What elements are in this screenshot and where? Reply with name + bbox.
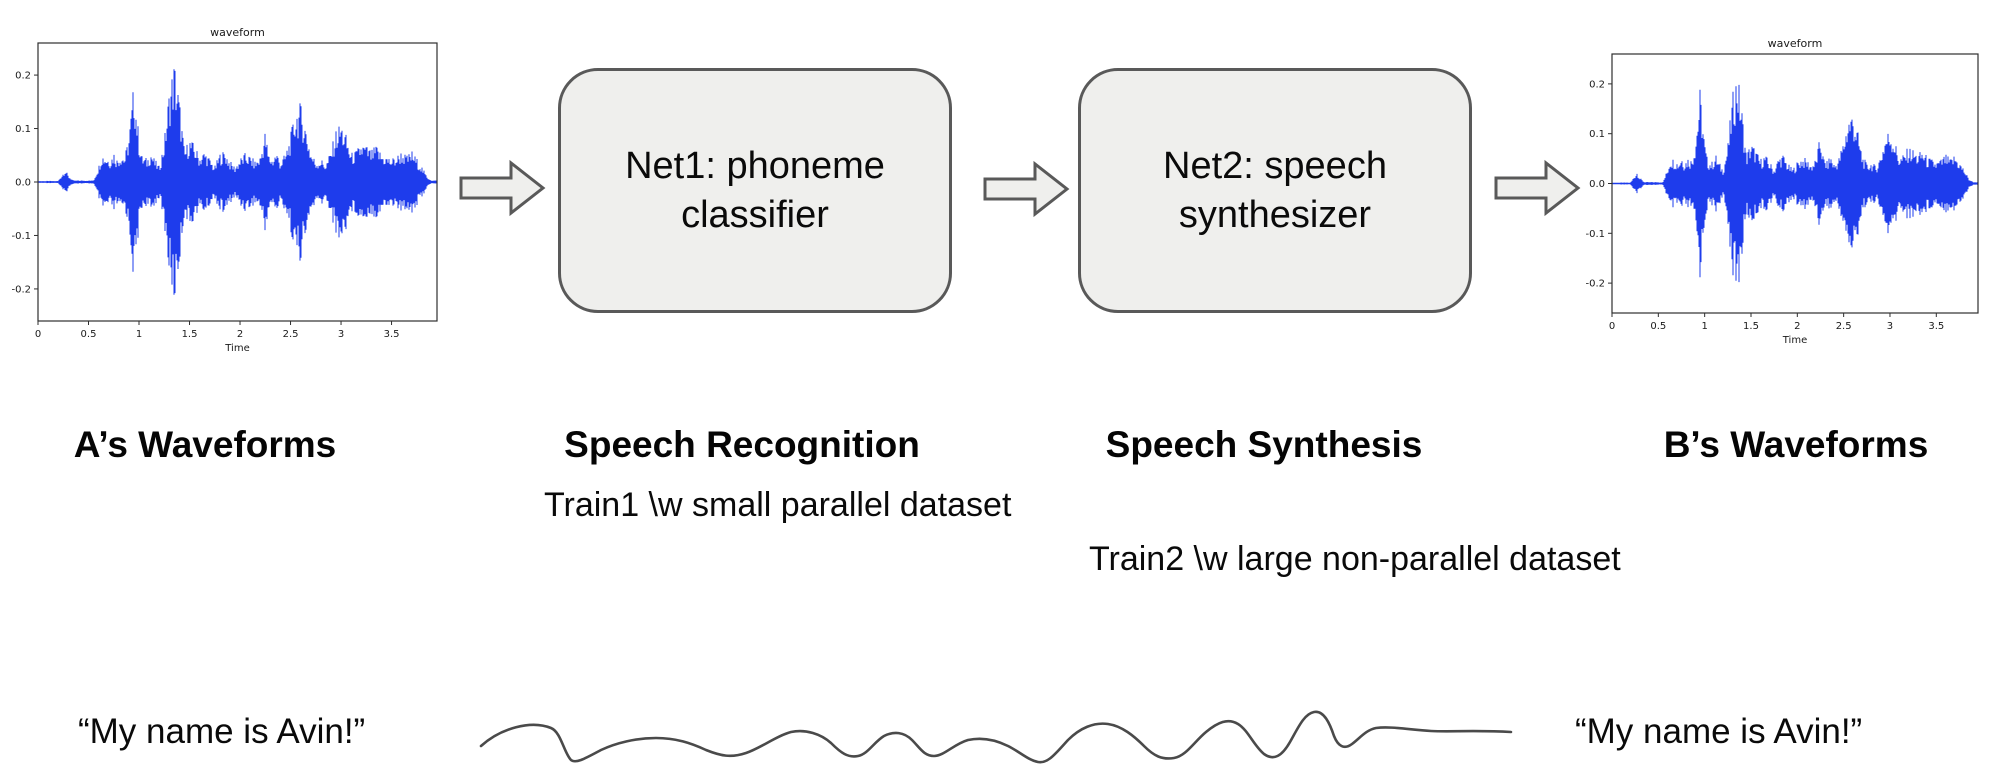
sound-squiggle-icon [479, 710, 1513, 764]
a-waveform-plot: waveform -0.2 -0.1 0.0 0.1 0.2 0 0.5 1 1.5 2 2.5 3 3.… [11, 26, 438, 354]
svg-text:0.1: 0.1 [15, 124, 31, 135]
svg-text:0.2: 0.2 [1589, 79, 1605, 90]
svg-text:2.5: 2.5 [283, 329, 299, 340]
caption-speech-synthesis: Speech Synthesis [1105, 424, 1423, 465]
svg-text:waveform: waveform [1768, 37, 1823, 50]
svg-text:-0.1: -0.1 [11, 231, 31, 242]
flow-arrow-icon [459, 159, 546, 217]
left-speech-quote: “My name is Avin!” [78, 712, 366, 751]
net1-box-label: Net1: phoneme classifier [625, 144, 885, 236]
svg-text:1.5: 1.5 [182, 329, 198, 340]
svg-text:1: 1 [1701, 321, 1707, 332]
svg-text:-0.2: -0.2 [1585, 279, 1605, 290]
squiggle-path [479, 710, 1513, 764]
flow-arrow-icon [1494, 159, 1581, 217]
svg-text:2: 2 [237, 329, 243, 340]
net1-box: Net1: phoneme classifier [558, 68, 952, 313]
svg-text:0: 0 [1609, 321, 1615, 332]
train2-note: Train2 \w large non-parallel dataset [1089, 540, 1621, 578]
svg-text:0.2: 0.2 [15, 71, 31, 82]
svg-text:-0.1: -0.1 [1585, 229, 1605, 240]
b-waveform-plot: waveform -0.2 -0.1 0.0 0.1 0.2 0 0.5 1 1.5 2 2.5 3 3.… [1585, 37, 1979, 346]
svg-text:2.5: 2.5 [1836, 321, 1852, 332]
svg-text:0.0: 0.0 [1589, 179, 1605, 190]
train1-note: Train1 \w small parallel dataset [544, 486, 1012, 524]
svg-text:0.5: 0.5 [81, 329, 97, 340]
svg-text:0.5: 0.5 [1650, 321, 1666, 332]
svg-text:-0.2: -0.2 [11, 284, 31, 295]
svg-text:1.5: 1.5 [1743, 321, 1759, 332]
svg-text:0.0: 0.0 [15, 178, 31, 189]
svg-text:0.1: 0.1 [1589, 129, 1605, 140]
svg-text:0: 0 [35, 329, 41, 340]
svg-text:waveform: waveform [210, 26, 265, 39]
caption-speech-recognition: Speech Recognition [564, 424, 920, 465]
net2-box-label: Net2: speech synthesizer [1163, 144, 1387, 236]
svg-text:3: 3 [338, 329, 344, 340]
svg-text:1: 1 [136, 329, 142, 340]
svg-text:3.5: 3.5 [1928, 321, 1944, 332]
net2-box: Net2: speech synthesizer [1078, 68, 1472, 313]
svg-text:3.5: 3.5 [384, 329, 400, 340]
svg-text:Time: Time [1782, 335, 1807, 346]
right-speech-quote: “My name is Avin!” [1575, 712, 1863, 751]
caption-b-waveforms: B’s Waveforms [1663, 424, 1929, 465]
svg-text:2: 2 [1794, 321, 1800, 332]
svg-text:Time: Time [224, 343, 249, 354]
svg-text:3: 3 [1887, 321, 1893, 332]
flow-arrow-icon [983, 160, 1070, 218]
caption-a-waveforms: A’s Waveforms [73, 424, 337, 465]
